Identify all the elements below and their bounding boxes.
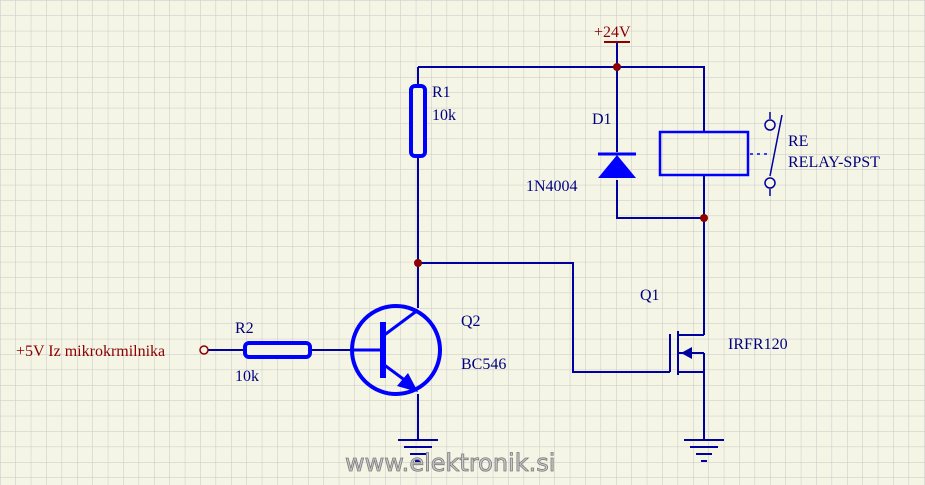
junction-collector <box>414 259 422 267</box>
r1-value-label: 10k <box>432 107 456 124</box>
wires <box>204 42 705 440</box>
d1-diode <box>598 152 636 178</box>
r1-ref-label: R1 <box>432 84 451 101</box>
watermark: www.elektronik.si <box>345 449 555 477</box>
relay-switch-blade <box>769 114 783 177</box>
input-terminal <box>199 345 209 355</box>
d1-value-label: 1N4004 <box>526 178 578 195</box>
q2-transistor <box>350 304 442 396</box>
r2-resistor <box>243 341 312 359</box>
r2-value-label: 10k <box>235 368 259 385</box>
relay-contact-bottom <box>764 177 776 189</box>
ground-q1 <box>684 439 724 462</box>
junction-relay-diode <box>700 214 708 222</box>
input-net-label: +5V Iz mikrokrmilnika <box>16 343 165 360</box>
q1-ref-label: Q1 <box>640 287 660 304</box>
relay-value-label: RELAY-SPST <box>788 154 880 171</box>
q1-mosfet <box>669 331 705 375</box>
d1-anode-wire <box>616 180 704 219</box>
relay-ref-label: RE <box>788 133 808 150</box>
q2-value-label: BC546 <box>461 356 506 373</box>
q2-ref-label: Q2 <box>461 313 481 330</box>
relay-coil <box>658 130 750 177</box>
ground-q2 <box>398 439 438 462</box>
supply-net-label: +24V <box>594 24 631 41</box>
supply-rail-wire <box>418 66 705 132</box>
junction-supply <box>613 63 621 71</box>
relay-contact-top <box>764 119 776 131</box>
r1-resistor <box>409 84 427 158</box>
r2-ref-label: R2 <box>235 320 254 337</box>
gate-drive-wire <box>418 262 670 373</box>
d1-ref-label: D1 <box>592 111 612 128</box>
junctions <box>414 63 708 267</box>
q1-value-label: IRFR120 <box>728 336 788 353</box>
